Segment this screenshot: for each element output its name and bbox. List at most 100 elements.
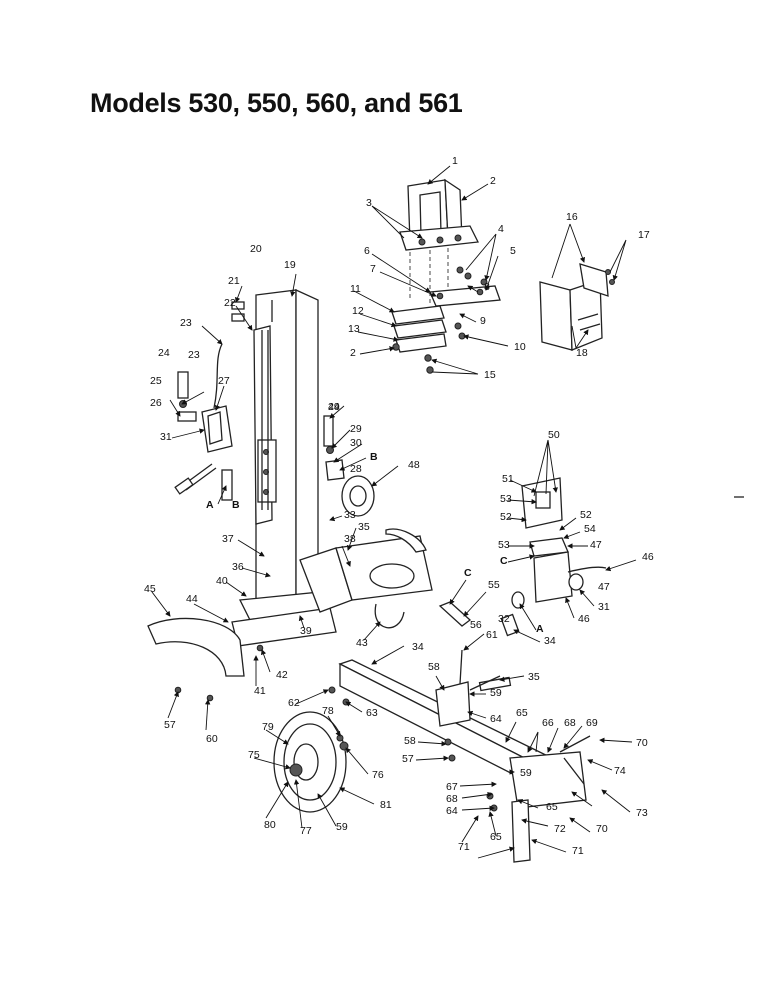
callout-31: 31 <box>160 431 172 443</box>
callout-80: 80 <box>264 819 276 831</box>
wedge-assembly <box>391 178 501 374</box>
callout-18: 18 <box>576 347 588 359</box>
leader-lines <box>151 165 637 859</box>
callout-B: B <box>370 451 378 463</box>
callout-76: 76 <box>372 769 384 781</box>
callout-10: 10 <box>514 341 526 353</box>
callout-6: 6 <box>364 245 370 257</box>
callout-49: 49 <box>328 401 340 413</box>
callout-69: 69 <box>586 717 598 729</box>
callout-64: 64 <box>446 805 458 817</box>
callout-65: 65 <box>546 801 558 813</box>
callout-79: 79 <box>262 721 274 733</box>
callout-26: 26 <box>150 397 162 409</box>
callout-56: 56 <box>470 619 482 631</box>
callout-25: 25 <box>150 375 162 387</box>
callout-33: 33 <box>344 509 356 521</box>
callout-53: 53 <box>498 539 510 551</box>
callout-55: 55 <box>488 579 500 591</box>
callout-65: 65 <box>516 707 528 719</box>
callout-8: 8 <box>484 281 490 293</box>
callout-C: C <box>500 555 508 567</box>
callout-44: 44 <box>186 593 198 605</box>
callout-47: 47 <box>598 581 610 593</box>
callout-72: 72 <box>554 823 566 835</box>
callout-57: 57 <box>164 719 176 731</box>
callout-28: 28 <box>350 463 362 475</box>
callout-71: 71 <box>458 841 470 853</box>
callout-35: 35 <box>358 521 370 533</box>
callout-A: A <box>206 499 214 511</box>
frame-base <box>147 528 433 677</box>
control-valve <box>174 343 233 501</box>
callout-73: 73 <box>636 807 648 819</box>
callout-5: 5 <box>510 245 516 257</box>
callout-61: 61 <box>486 629 498 641</box>
callout-17: 17 <box>638 229 650 241</box>
callout-36: 36 <box>232 561 244 573</box>
callout-59: 59 <box>336 821 348 833</box>
callout-32: 32 <box>498 613 510 625</box>
callout-50: 50 <box>548 429 560 441</box>
callout-2: 2 <box>490 175 496 187</box>
tongue-beam <box>338 659 587 863</box>
callout-B: B <box>232 499 240 511</box>
callout-37: 37 <box>222 533 234 545</box>
callout-23: 23 <box>188 349 200 361</box>
callout-22: 22 <box>224 297 236 309</box>
callout-62: 62 <box>288 697 300 709</box>
callout-3: 3 <box>366 197 372 209</box>
callout-67: 67 <box>446 781 458 793</box>
callout-57: 57 <box>402 753 414 765</box>
callout-59: 59 <box>520 767 532 779</box>
callout-47: 47 <box>590 539 602 551</box>
callout-20: 20 <box>250 243 262 255</box>
callout-1: 1 <box>452 155 458 167</box>
callout-68: 68 <box>564 717 576 729</box>
callout-4: 4 <box>498 223 504 235</box>
callout-52: 52 <box>580 509 592 521</box>
beam-column <box>231 288 319 627</box>
callout-11: 11 <box>350 283 361 295</box>
callout-42: 42 <box>276 669 288 681</box>
callout-40: 40 <box>216 575 228 587</box>
callout-34: 34 <box>544 635 556 647</box>
callout-66: 66 <box>542 717 554 729</box>
callout-9: 9 <box>480 315 486 327</box>
callout-51: 51 <box>502 473 514 485</box>
callout-34: 34 <box>412 641 424 653</box>
callout-2: 2 <box>350 347 356 359</box>
callout-29: 29 <box>350 423 362 435</box>
callout-A: A <box>536 623 544 635</box>
callout-78: 78 <box>322 705 334 717</box>
callout-19: 19 <box>284 259 296 271</box>
callout-27: 27 <box>218 375 230 387</box>
callout-70: 70 <box>636 737 648 749</box>
callout-59: 59 <box>490 687 502 699</box>
wheel-assembly <box>273 711 349 813</box>
callout-70: 70 <box>596 823 608 835</box>
callout-12: 12 <box>352 305 364 317</box>
callout-46: 46 <box>642 551 654 563</box>
callout-71: 71 <box>572 845 584 857</box>
callout-23: 23 <box>180 317 192 329</box>
callout-35: 35 <box>528 671 540 683</box>
callout-74: 74 <box>614 765 626 777</box>
callout-63: 63 <box>366 707 378 719</box>
callout-52: 52 <box>500 511 512 523</box>
filter-assembly <box>323 415 375 517</box>
callout-C: C <box>464 567 472 579</box>
wedge-extension <box>539 263 615 351</box>
callout-64: 64 <box>490 713 502 725</box>
callout-41: 41 <box>254 685 266 697</box>
callout-68: 68 <box>446 793 458 805</box>
page-title: Models 530, 550, 560, and 561 <box>90 88 463 118</box>
callout-53: 53 <box>500 493 512 505</box>
callout-labels: 1234567891011121321516171819202122232425… <box>144 155 654 857</box>
pump-assembly <box>438 477 607 637</box>
callout-13: 13 <box>348 323 360 335</box>
callout-39: 39 <box>300 625 312 637</box>
callout-75: 75 <box>248 749 260 761</box>
callout-24: 24 <box>158 347 170 359</box>
